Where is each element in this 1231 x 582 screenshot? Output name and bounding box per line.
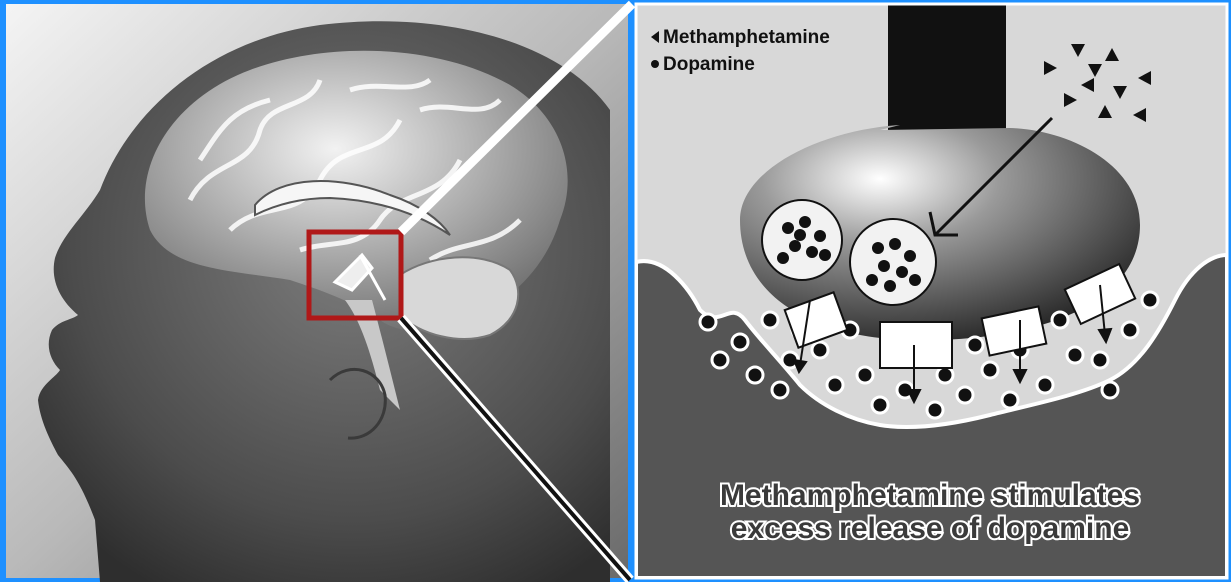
dot-marker-icon bbox=[651, 60, 659, 68]
caption: Methamphetamine stimulates excess releas… bbox=[720, 479, 1140, 545]
dopamine-dot bbox=[909, 274, 921, 286]
dopamine-dot bbox=[1102, 382, 1118, 398]
dopamine-dot bbox=[827, 377, 843, 393]
dopamine-dot bbox=[789, 240, 801, 252]
dopamine-dot bbox=[1037, 377, 1053, 393]
dopamine-dot bbox=[857, 367, 873, 383]
dopamine-dot bbox=[904, 250, 916, 262]
head-panel bbox=[6, 4, 628, 582]
dopamine-dot bbox=[1067, 347, 1083, 363]
dopamine-dot bbox=[896, 266, 908, 278]
dopamine-dot bbox=[927, 402, 943, 418]
dopamine-dot bbox=[982, 362, 998, 378]
dopamine-dot bbox=[1052, 312, 1068, 328]
caption-line: Methamphetamine stimulates bbox=[720, 479, 1140, 512]
dopamine-dot bbox=[712, 352, 728, 368]
dopamine-dot bbox=[1142, 292, 1158, 308]
dopamine-dot bbox=[872, 397, 888, 413]
caption-line: excess release of dopamine bbox=[731, 512, 1130, 545]
dopamine-dot bbox=[878, 260, 890, 272]
dopamine-dot bbox=[1002, 392, 1018, 408]
dopamine-dot bbox=[812, 342, 828, 358]
dopamine-dot bbox=[819, 249, 831, 261]
dopamine-dot bbox=[777, 252, 789, 264]
dopamine-dot bbox=[806, 246, 818, 258]
dopamine-dot bbox=[700, 314, 716, 330]
dopamine-dot bbox=[872, 242, 884, 254]
synapse-panel: Methamphetamine Dopamine Methamphetamine… bbox=[636, 4, 1227, 578]
dopamine-dot bbox=[866, 274, 878, 286]
dopamine-dot bbox=[799, 216, 811, 228]
legend-label: Dopamine bbox=[663, 54, 755, 75]
dopamine-dot bbox=[732, 334, 748, 350]
dopamine-dot bbox=[889, 238, 901, 250]
dopamine-dot bbox=[1122, 322, 1138, 338]
dopamine-dot bbox=[814, 230, 826, 242]
vesicle bbox=[850, 219, 936, 305]
dopamine-dot bbox=[1092, 352, 1108, 368]
cerebellum bbox=[400, 257, 518, 339]
dopamine-dot bbox=[794, 229, 806, 241]
dopamine-dot bbox=[967, 337, 983, 353]
dopamine-dot bbox=[937, 367, 953, 383]
dopamine-dot bbox=[957, 387, 973, 403]
dopamine-dot bbox=[747, 367, 763, 383]
legend-label: Methamphetamine bbox=[663, 27, 830, 48]
dopamine-dot bbox=[782, 222, 794, 234]
dopamine-dot bbox=[762, 312, 778, 328]
dopamine-dot bbox=[884, 280, 896, 292]
dopamine-dot bbox=[772, 382, 788, 398]
